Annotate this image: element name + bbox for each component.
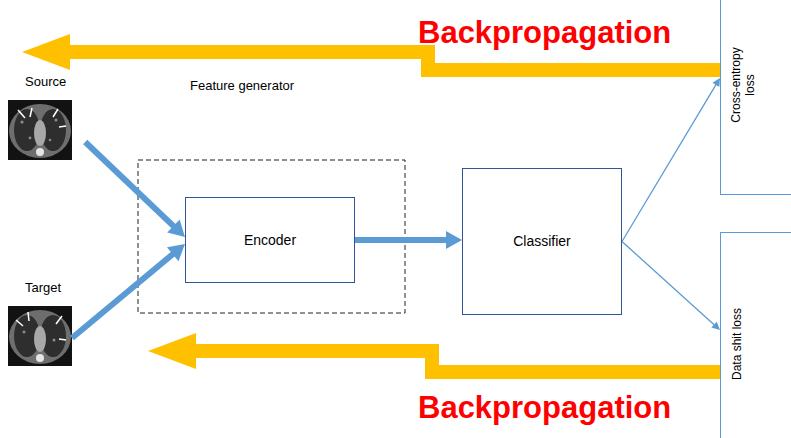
loss-label: Cross-entropy loss	[729, 39, 758, 131]
arrow-head	[167, 219, 185, 237]
node-label: Classifier	[513, 233, 571, 250]
dashed-group-box	[138, 160, 405, 313]
ct-scan-image	[8, 306, 72, 366]
flow-arrow	[72, 244, 185, 338]
connector-line	[622, 84, 716, 241]
connector-line	[65, 52, 720, 70]
process-box: Classifier	[462, 168, 622, 315]
image-node: Target	[22, 274, 148, 369]
arrow-head	[167, 244, 185, 261]
loss-label: Data shit loss	[730, 308, 744, 380]
node-label: Target	[25, 280, 148, 296]
loss-box: Cross-entropy loss	[720, 0, 791, 195]
backprop-arrow	[148, 333, 720, 372]
connector-line	[85, 142, 174, 227]
arrow-head	[446, 231, 462, 249]
arrow-head	[711, 322, 720, 330]
connector-line	[355, 237, 448, 243]
process-box: Encoder	[185, 197, 355, 283]
edge-label: Backpropagation	[418, 14, 671, 51]
arrow-head	[712, 78, 720, 87]
connector-line	[72, 253, 174, 338]
image-node: Source	[22, 34, 85, 164]
arrow-head	[148, 333, 196, 369]
flow-arrow	[622, 242, 720, 331]
node-label: Encoder	[244, 232, 296, 249]
ct-scan-image	[8, 100, 72, 160]
arrow-head	[22, 34, 70, 70]
group-label: Feature generator	[190, 78, 294, 94]
edge-label: Backpropagation	[418, 389, 671, 426]
flow-arrow	[622, 78, 720, 242]
connector-line	[191, 351, 720, 372]
flow-arrow	[85, 142, 185, 237]
flow-arrow	[355, 231, 462, 249]
loss-box: Data shit loss	[720, 232, 791, 438]
node-label: Source	[25, 74, 85, 90]
connector-line	[622, 242, 715, 326]
